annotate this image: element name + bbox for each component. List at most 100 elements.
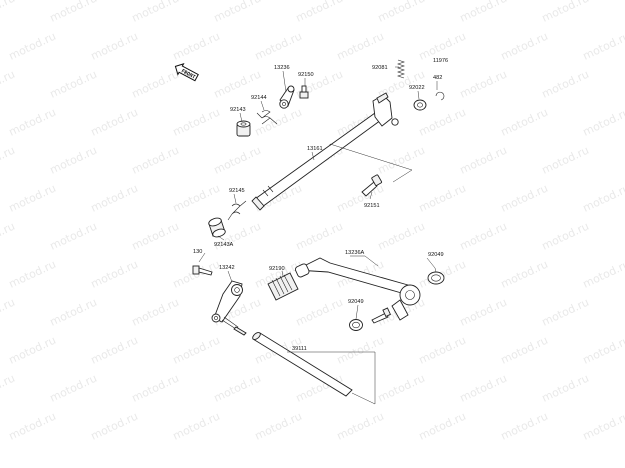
callout-92143A: 92143A (214, 242, 234, 248)
watermark-text: motod.ru (253, 106, 304, 139)
front-arrow-label: FRONT (180, 68, 196, 80)
watermark-text: motod.ru (581, 258, 625, 291)
callout-92144: 92144 (251, 95, 267, 101)
watermark-text: motod.ru (7, 106, 58, 139)
watermark-text: motod.ru (376, 372, 427, 405)
watermark-text: motod.ru (7, 334, 58, 367)
watermark-text: motod.ru (48, 296, 99, 329)
watermark-text: motod.ru (335, 30, 386, 63)
collar-92143A (208, 217, 226, 238)
watermark-text: motod.ru (581, 30, 625, 63)
watermark-text: motod.ru (581, 410, 625, 443)
watermark-text: motod.ru (540, 220, 591, 253)
callout-11976: 11976 (433, 58, 448, 64)
bolt-near-seal (371, 307, 392, 324)
shift-shaft-13161 (251, 92, 399, 211)
watermark-text: motod.ru (417, 334, 468, 367)
lever-13236 (279, 85, 295, 109)
watermark-text: motod.ru (540, 0, 591, 25)
lever-13242 (211, 280, 243, 330)
watermark-text: motod.ru (0, 144, 17, 177)
callout-92143: 92143 (230, 107, 246, 113)
callout-92022: 92022 (409, 85, 425, 91)
callout-13161: 13161 (307, 146, 323, 152)
watermark-text: motod.ru (499, 106, 550, 139)
watermark-text: motod.ru (581, 182, 625, 215)
watermark-text: motod.ru (48, 372, 99, 405)
watermark-text: motod.ru (212, 0, 263, 25)
rod-39111 (233, 326, 353, 397)
collar-92143 (236, 120, 251, 137)
callout-92151: 92151 (364, 203, 380, 209)
callout-130: 130 (193, 249, 202, 255)
watermark-text: motod.ru (294, 296, 345, 329)
callout-39111: 39111 (292, 346, 307, 352)
watermark-text: motod.ru (458, 0, 509, 25)
watermark-text: motod.ru (417, 410, 468, 443)
watermark-text: motod.ru (48, 220, 99, 253)
bolt-130 (192, 265, 213, 276)
watermark-text: motod.ru (171, 106, 222, 139)
callout-92049-upper: 92049 (428, 252, 444, 258)
seal-92049-lower (349, 319, 363, 331)
watermark-text: motod.ru (89, 106, 140, 139)
spring-92144 (256, 110, 278, 125)
watermark-text: motod.ru (0, 372, 17, 405)
watermark-text: motod.ru (540, 68, 591, 101)
seal-92049-upper (427, 271, 445, 285)
watermark-text: motod.ru (499, 334, 550, 367)
watermark-text: motod.ru (212, 144, 263, 177)
watermark-text: motod.ru (171, 410, 222, 443)
watermark-text: motod.ru (130, 372, 181, 405)
watermark-text: motod.ru (253, 30, 304, 63)
callout-92150: 92150 (298, 72, 314, 78)
pedal-13236A (294, 257, 421, 321)
circlip-482 (435, 91, 445, 101)
callout-labels: 13236 92150 92144 92143 92081 11976 482 … (193, 58, 448, 352)
boot-92190 (267, 272, 299, 301)
callout-482: 482 (433, 75, 442, 81)
watermark-layer: motod.ru motod.ru motod.ru motod.ru motod.ru… (0, 0, 625, 443)
watermark-text: motod.ru (499, 182, 550, 215)
watermark-text: motod.ru (458, 372, 509, 405)
watermark-text: motod.ru (458, 296, 509, 329)
callout-92190: 92190 (269, 266, 285, 272)
bolt-92150 (299, 85, 309, 99)
watermark-text: motod.ru (48, 68, 99, 101)
pin-92151 (361, 174, 383, 197)
callout-92145: 92145 (229, 188, 245, 194)
watermark-text: motod.ru (0, 68, 17, 101)
watermark-text: motod.ru (581, 106, 625, 139)
watermark-text: motod.ru (294, 220, 345, 253)
watermark-text: motod.ru (335, 334, 386, 367)
watermark-text: motod.ru (89, 182, 140, 215)
callout-13236A: 13236A (345, 250, 365, 256)
watermark-text: motod.ru (171, 334, 222, 367)
watermark-text: motod.ru (212, 372, 263, 405)
watermark-text: motod.ru (171, 30, 222, 63)
watermark-text: motod.ru (417, 182, 468, 215)
watermark-text: motod.ru (7, 182, 58, 215)
callout-92081: 92081 (372, 65, 388, 71)
spring-92081 (397, 59, 405, 79)
watermark-text: motod.ru (458, 144, 509, 177)
watermark-text: motod.ru (581, 334, 625, 367)
watermark-text: motod.ru (0, 296, 17, 329)
watermark-text: motod.ru (130, 0, 181, 25)
watermark-text: motod.ru (540, 372, 591, 405)
watermark-text: motod.ru (48, 144, 99, 177)
watermark-text: motod.ru (171, 182, 222, 215)
watermark-text: motod.ru (130, 68, 181, 101)
watermark-text: motod.ru (458, 220, 509, 253)
watermark-text: motod.ru (540, 296, 591, 329)
washer-92022 (413, 99, 427, 111)
watermark-text: motod.ru (376, 0, 427, 25)
watermark-text: motod.ru (335, 182, 386, 215)
spring-92145 (227, 200, 247, 221)
watermark-text: motod.ru (294, 0, 345, 25)
watermark-text: motod.ru (540, 144, 591, 177)
watermark-text: motod.ru (89, 30, 140, 63)
watermark-text: motod.ru (89, 410, 140, 443)
watermark-text: motod.ru (89, 334, 140, 367)
